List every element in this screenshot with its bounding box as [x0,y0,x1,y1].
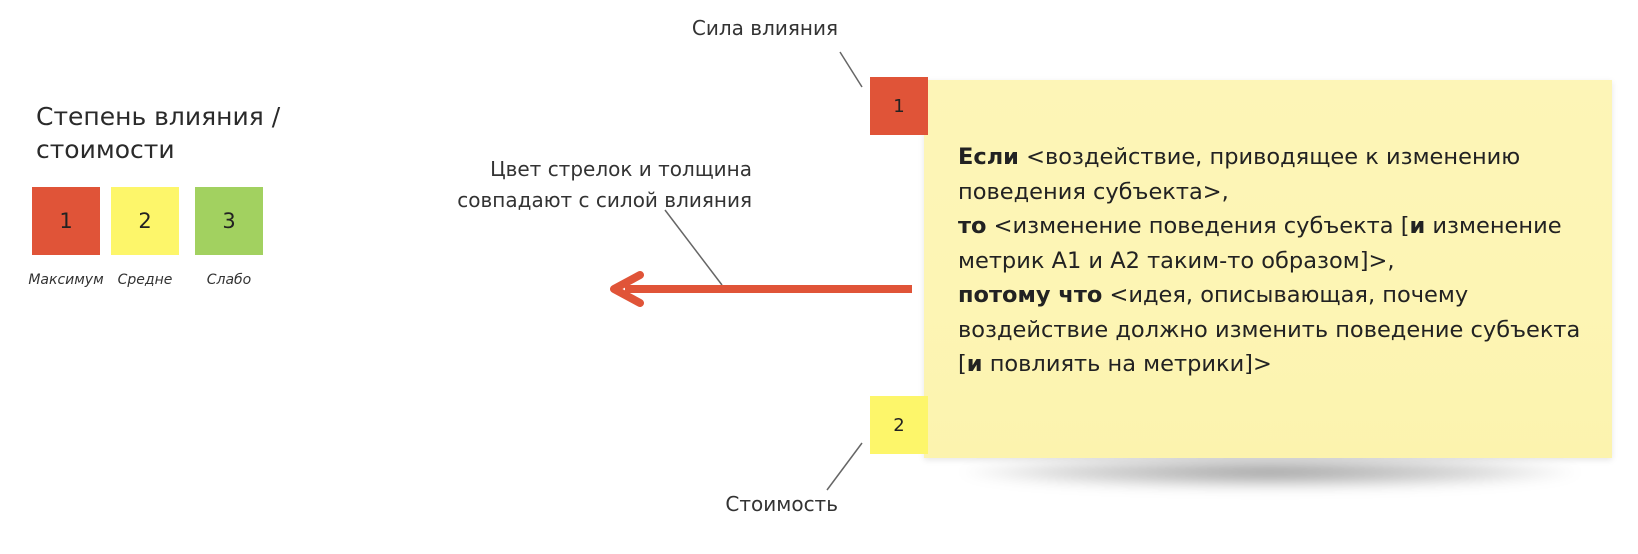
hypothesis-sticky-note[interactable] [924,80,1612,458]
legend-swatch-max: 1 [32,187,100,255]
keyword-because: потому что [958,282,1103,308]
cost-annotation: Стоимость [725,492,838,516]
legend-caption-medium: Средне [117,272,173,288]
legend-swatch-medium: 2 [111,187,179,255]
keyword-then: то [958,213,987,239]
legend-swatch-weak-value: 3 [222,209,236,233]
strength-annotation: Сила влияния [691,16,838,40]
cost-leader-line [826,442,863,491]
legend-title: Степень влияния / стоимости [36,100,336,166]
hypothesis-line-3: то <изменение поведения субъекта [и изме… [958,213,1562,239]
cost-marker[interactable]: 2 [870,396,928,454]
hypothesis-line-7: [и повлиять на метрики]> [958,351,1272,377]
keyword-and: и [1409,213,1426,239]
legend-swatch-medium-value: 2 [138,209,152,233]
legend-swatch-weak: 3 [195,187,263,255]
strength-marker[interactable]: 1 [870,77,928,135]
arrow-annotation-line2: совпадают с силой влияния [457,188,752,212]
legend-title-line1: Степень влияния / [36,102,281,131]
legend-title-line2: стоимости [36,135,175,164]
keyword-if: Если [958,144,1019,170]
arrow-note-leader-line [664,209,723,286]
strength-marker-value: 1 [893,95,905,117]
hypothesis-line-4: метрик A1 и A2 таким-то образом]>, [958,247,1395,274]
sticky-note-shadow [960,455,1580,489]
hypothesis-line-6: воздействие должно изменить поведение су… [958,316,1581,343]
influence-arrow-head [610,271,644,307]
arrow-annotation: Цвет стрелок и толщина совпадают с силой… [420,154,752,216]
legend-caption-max: Максимум [28,272,104,288]
hypothesis-text: Если <воздействие, приводящее к изменени… [958,140,1598,382]
legend-caption-weak: Слабо [206,272,252,288]
legend-swatch-max-value: 1 [59,209,73,233]
hypothesis-line-1: Если <воздействие, приводящее к изменени… [958,144,1521,170]
hypothesis-line-2: поведения субъекта>, [958,178,1229,205]
hypothesis-line-5: потому что <идея, описывающая, почему [958,282,1469,308]
arrow-annotation-line1: Цвет стрелок и толщина [490,157,752,181]
cost-marker-value: 2 [893,414,905,436]
strength-leader-line [839,51,863,88]
keyword-and-2: и [966,351,983,377]
